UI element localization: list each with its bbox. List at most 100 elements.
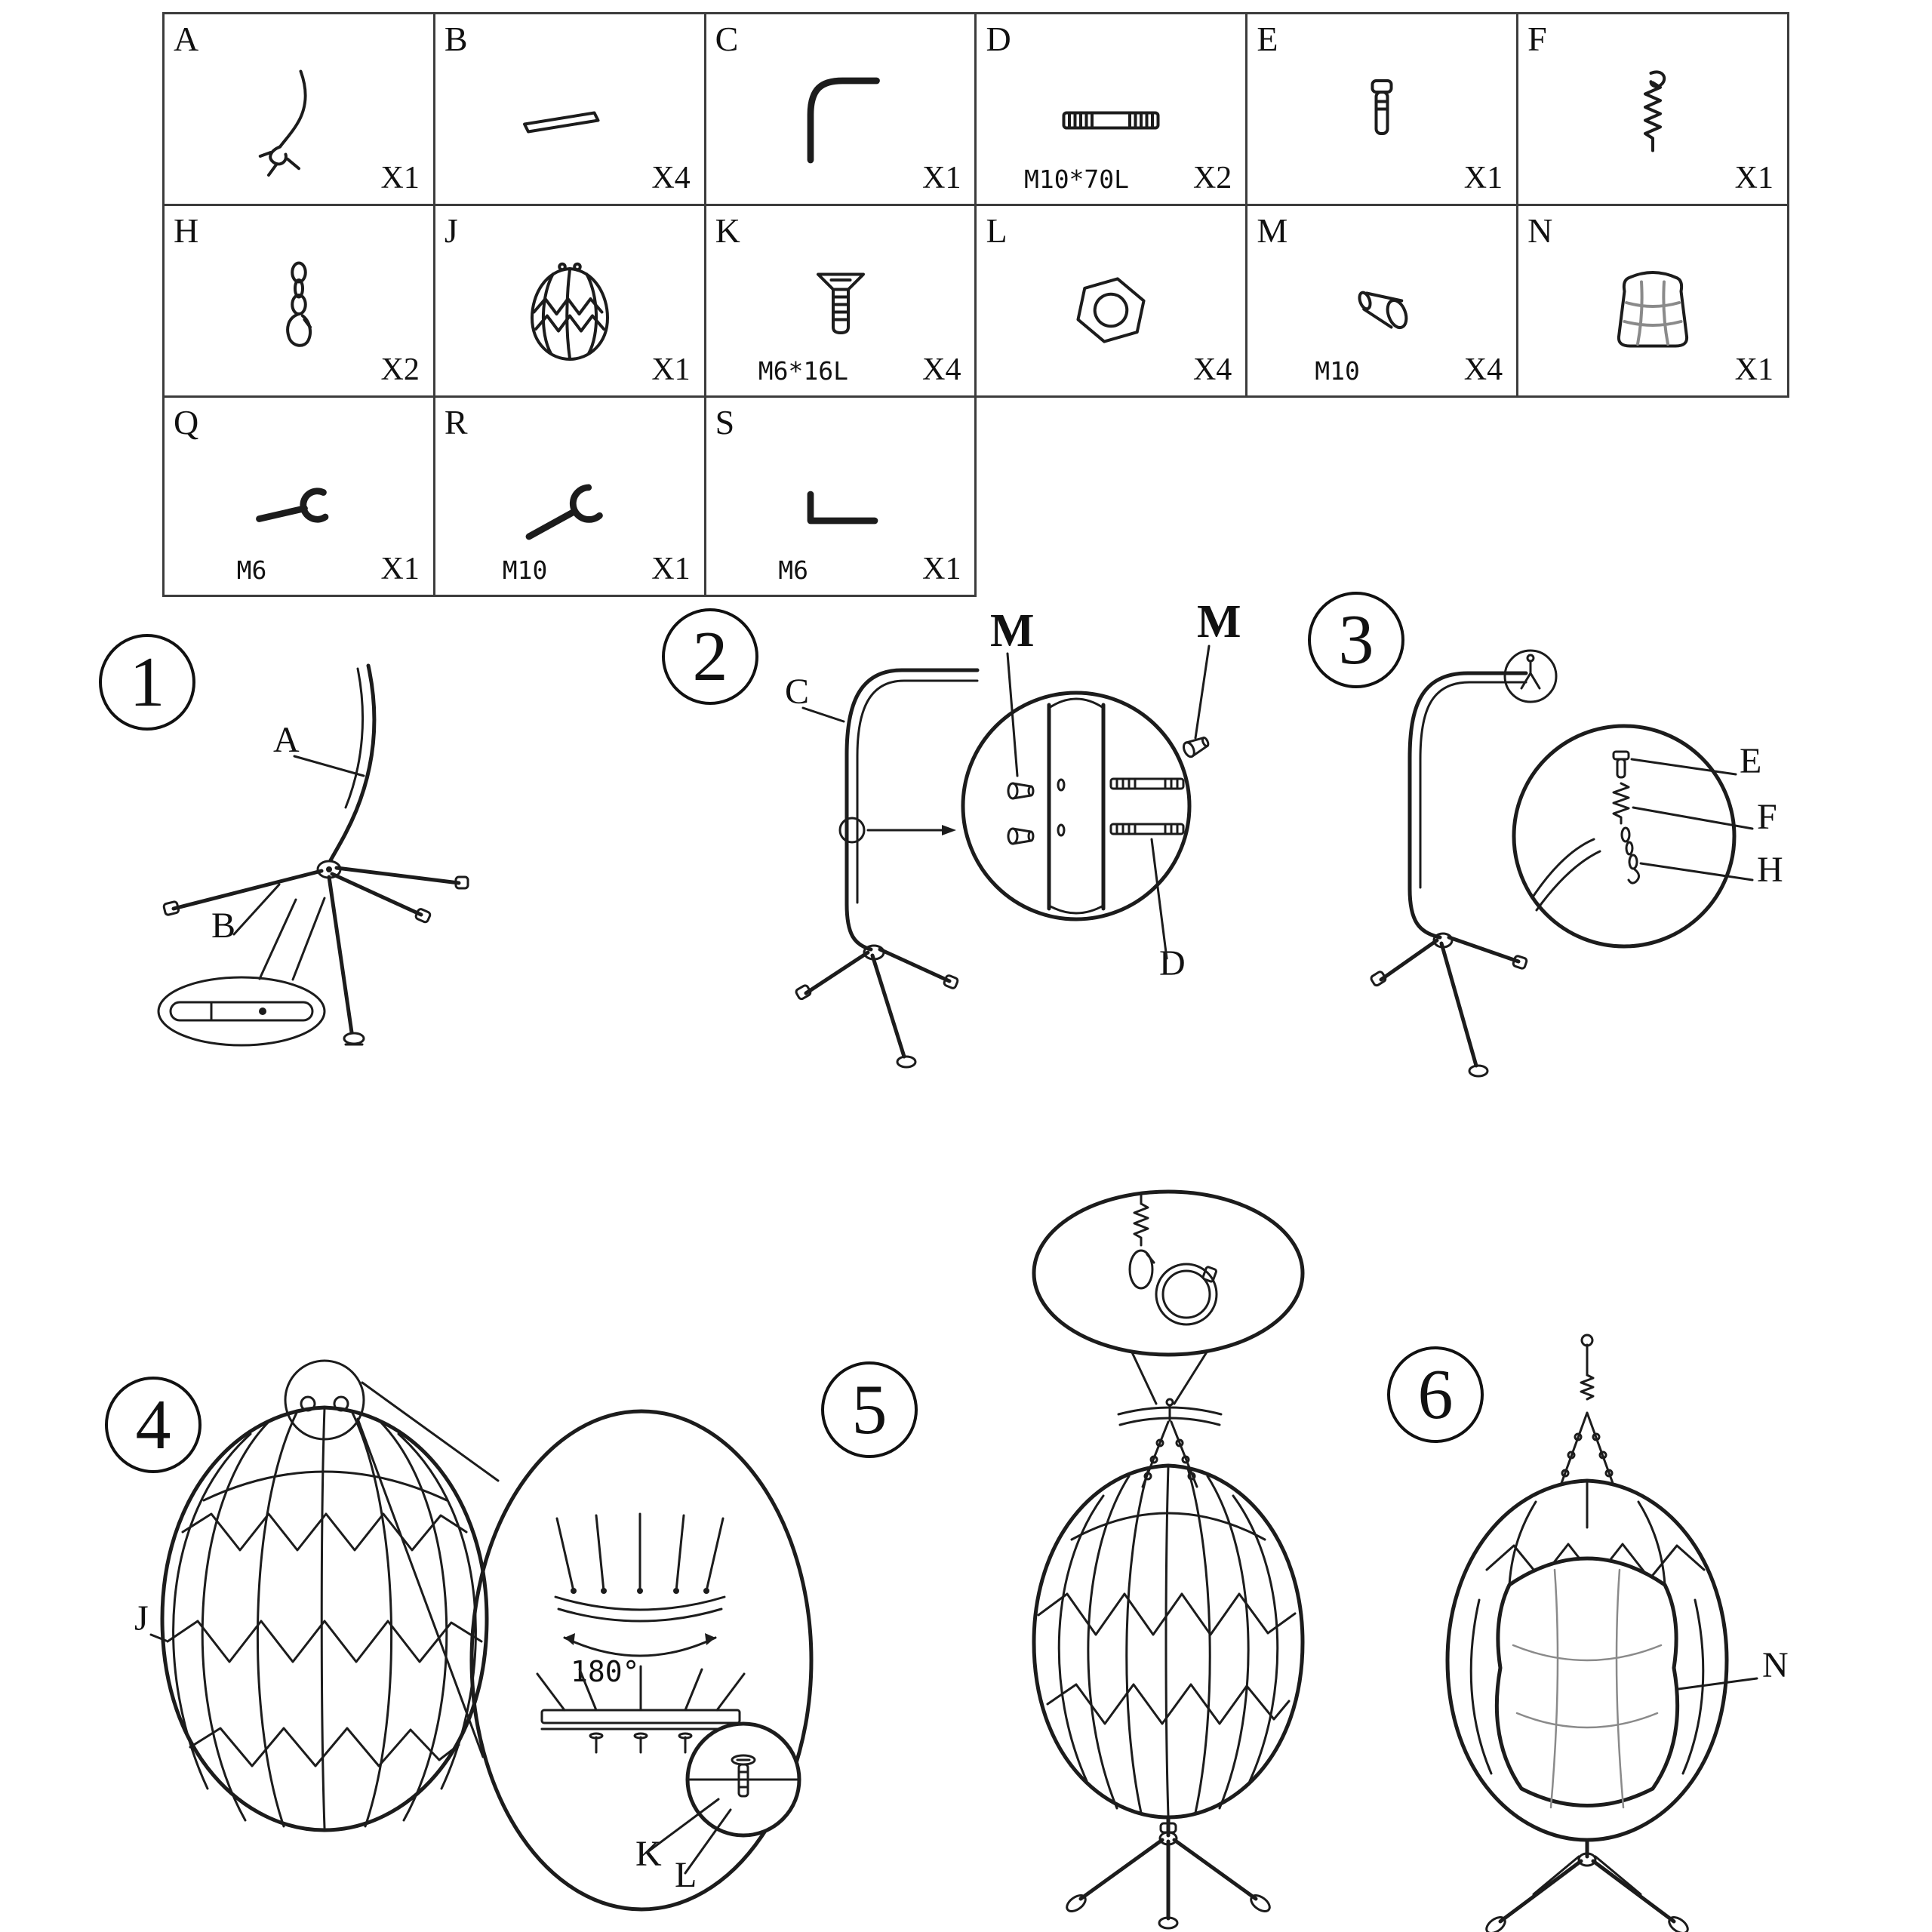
part-cell-r: R M10 X1 [432, 395, 706, 597]
label-angle-180: 180° [571, 1655, 640, 1688]
label-part-d: D [1159, 943, 1186, 983]
parts-table: A X1 B X4 C X1 [162, 12, 1789, 597]
cushion-icon [1617, 270, 1689, 347]
part-letter: K [715, 211, 740, 250]
part-qty: X1 [1734, 161, 1774, 195]
hanging-chair-on-stand [1032, 1398, 1305, 1930]
part-qty: X1 [380, 552, 420, 586]
step-3-diagram: E F H [1370, 649, 1783, 1078]
large-wrench-icon [525, 484, 603, 540]
leader-line [801, 706, 845, 723]
label-part-b: B [211, 906, 235, 946]
curved-hook-pole-icon [258, 69, 307, 177]
cushion [1494, 1556, 1680, 1807]
step-1-number: 1 [99, 634, 195, 731]
part-qty: X4 [1192, 352, 1232, 387]
part-spec: M10 [502, 555, 548, 585]
spring-icon [1644, 70, 1666, 152]
step-5-diagram [1032, 1189, 1305, 1930]
label-part-m: M [990, 605, 1035, 657]
part-letter: S [715, 403, 735, 441]
zoom-leader-lines [1131, 1349, 1209, 1405]
hanger-highlight-circle [1503, 649, 1558, 703]
part-cell-e: E X1 [1245, 12, 1519, 206]
hex-nut-icon [1076, 276, 1146, 343]
finished-chair [1445, 1334, 1729, 1932]
part-qty: X1 [1463, 161, 1503, 195]
part-cell-k: K M6*16L X4 [703, 204, 977, 398]
threaded-rod-icon [1062, 111, 1160, 129]
part-spec: M6 [778, 555, 808, 585]
part-cell-b: B X4 [432, 12, 706, 206]
step-number-text: 4 [135, 1386, 171, 1464]
spring [1612, 782, 1630, 825]
ring [1155, 1263, 1218, 1326]
part-letter: J [444, 211, 458, 250]
step-4-diagram: 180° J K L [134, 1359, 814, 1912]
leader-line [1632, 806, 1754, 830]
hinge-detail-zoom: 180° [469, 1409, 814, 1912]
part-cell-n: N X1 [1516, 204, 1789, 398]
assembled-stand [1370, 649, 1558, 1078]
part-letter: H [174, 211, 199, 250]
part-letter: Q [174, 403, 199, 441]
leader-line [646, 1798, 720, 1854]
part-letter: D [986, 20, 1011, 58]
cone-nut [1007, 782, 1035, 800]
hook-detail-zoom [1032, 1189, 1305, 1357]
leader-line [1677, 1677, 1758, 1690]
step-number-text: 3 [1338, 601, 1374, 679]
c-pole-on-base [795, 668, 980, 1069]
carabiner [1128, 1249, 1154, 1290]
hanging-hardware-zoom [1512, 724, 1737, 949]
part-qty: X4 [651, 161, 691, 195]
step-6-number: 6 [1387, 1346, 1484, 1443]
label-part-a: A [273, 720, 300, 760]
part-cell-a: A X1 [162, 12, 435, 206]
allen-key-icon [807, 491, 878, 524]
part-qty: X1 [922, 161, 961, 195]
label-part-c: C [785, 672, 809, 712]
leader-line [232, 883, 281, 936]
foot-detail-zoom [157, 897, 326, 1047]
step-5-number: 5 [821, 1361, 918, 1458]
part-spec: M10*70L [1023, 165, 1130, 194]
step-1-diagram: A B [157, 663, 469, 1047]
part-qty: X2 [1192, 161, 1232, 195]
label-part-m: M [1197, 596, 1241, 648]
pin-bolt-icon [1371, 78, 1393, 135]
leader-line [1006, 652, 1019, 777]
part-cell-j: J X1 [432, 204, 706, 398]
table-empty-area [975, 396, 1789, 596]
step-number-text: 2 [692, 617, 728, 696]
cone-nut-icon [1358, 291, 1408, 329]
part-qty: X4 [922, 352, 961, 387]
part-qty: X1 [651, 352, 691, 387]
part-qty: X4 [1463, 352, 1503, 387]
part-cell-f: F X1 [1516, 12, 1789, 206]
part-cell-h: H X2 [162, 204, 435, 398]
step-number-text: 1 [129, 643, 165, 721]
part-spec: M6*16L [758, 356, 848, 386]
label-part-f: F [1757, 797, 1777, 837]
label-part-j: J [134, 1598, 149, 1638]
flat-bar-icon [522, 111, 600, 133]
step-4-number: 4 [105, 1377, 202, 1473]
leader-line [1150, 838, 1168, 960]
egg-basket [160, 1359, 489, 1832]
part-qty: X1 [1734, 352, 1774, 387]
label-part-n: N [1762, 1645, 1789, 1685]
part-cell-l: L X4 [974, 204, 1248, 398]
step-number-text: 6 [1417, 1355, 1454, 1434]
part-qty: X1 [651, 552, 691, 586]
spring [1580, 1374, 1595, 1401]
part-letter: B [444, 20, 468, 58]
part-letter: R [444, 403, 468, 441]
bolt-detail-zoom [961, 691, 1210, 921]
part-letter: F [1527, 20, 1547, 58]
part-letter: M [1257, 211, 1288, 250]
part-cell-d: D M10*70L X2 [974, 12, 1248, 206]
bolt-icon [816, 272, 865, 334]
